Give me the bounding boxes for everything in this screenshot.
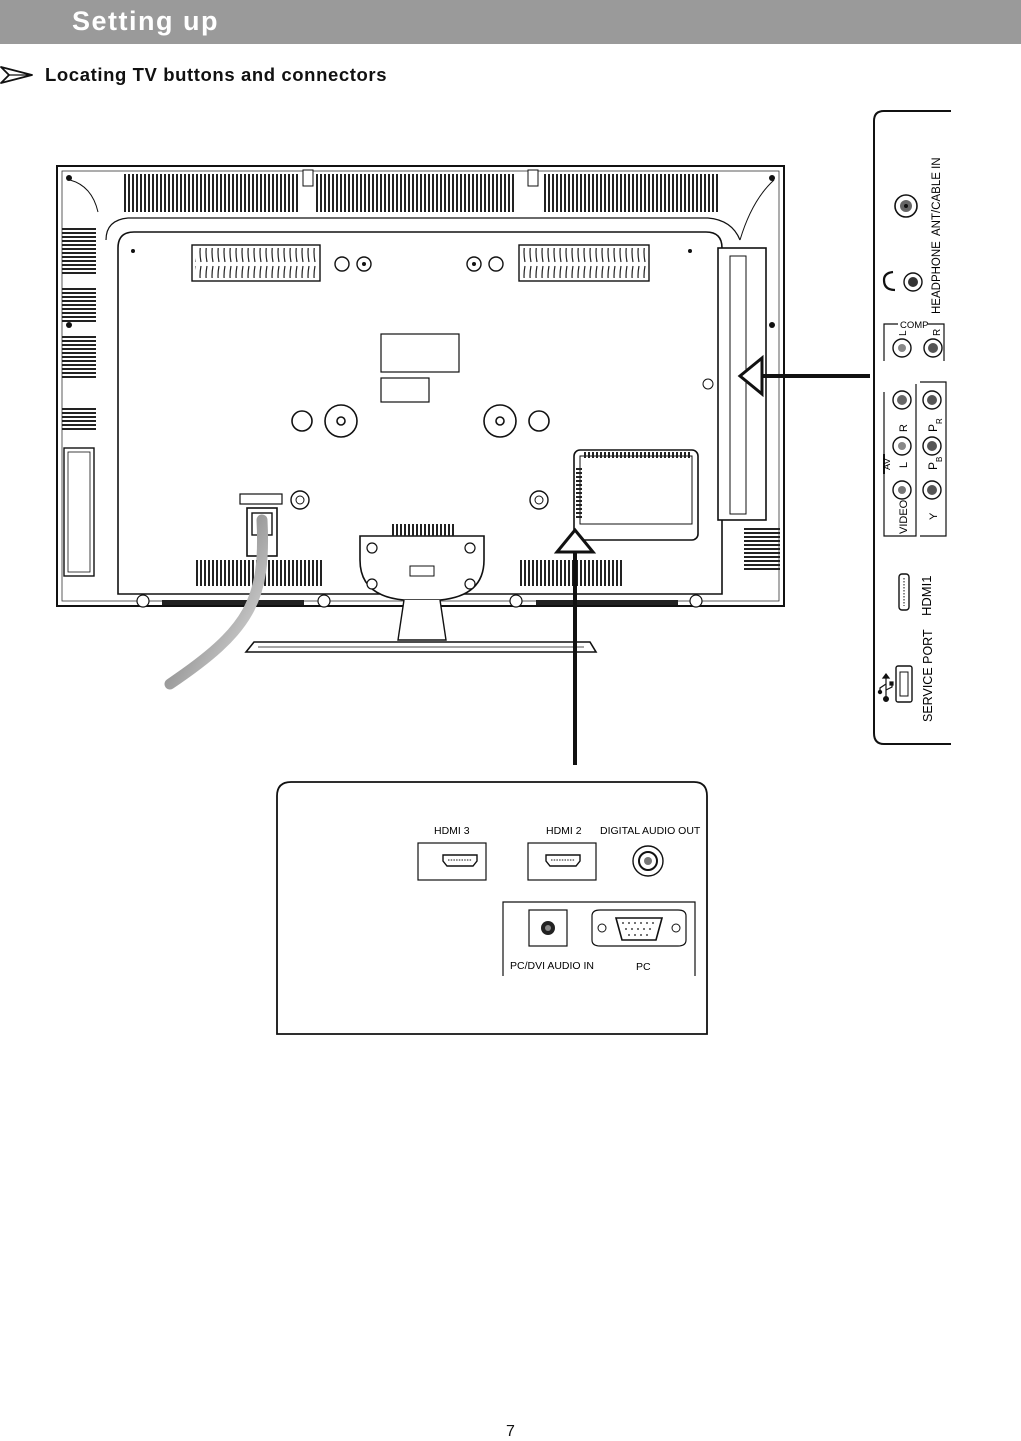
av-l-label: L (898, 462, 910, 468)
digital-audio-out-label: DIGITAL AUDIO OUT (600, 825, 701, 837)
hdmi2-label: HDMI 2 (546, 825, 582, 837)
comp-l-label: L (898, 330, 909, 336)
video-label: VIDEO (898, 499, 910, 534)
hdmi3-label: HDMI 3 (434, 825, 470, 837)
hdmi1-label: HDMI1 (919, 576, 934, 616)
pc-dvi-audio-in-label: PC/DVI AUDIO IN (510, 960, 594, 972)
pb-sub-label: B (935, 457, 944, 462)
comp-r-label: R (932, 329, 943, 336)
pr-sub-label: R (935, 418, 944, 424)
pb-label: P (926, 462, 940, 470)
av-r-label: R (898, 424, 910, 432)
pr-label: P (926, 424, 940, 432)
service-port-label: SERVICE PORT (921, 629, 935, 722)
ant-cable-in-label: ANT/CABLE IN (931, 157, 943, 236)
side-connector-panel: ANT/CABLE IN HEADPHONE COMP L R AV R L V… (874, 111, 951, 744)
headphone-label: HEADPHONE (931, 241, 943, 314)
pc-label: PC (636, 961, 651, 973)
side-panel-pointer (740, 358, 870, 394)
pc-vga-port[interactable] (592, 910, 686, 946)
av-label: AV (882, 457, 893, 470)
bottom-connector-panel: HDMI 3 HDMI 2 DIGITAL AUDIO OUT PC/DVI A… (277, 782, 707, 1034)
page-number: 7 (0, 1423, 1021, 1441)
y-label: Y (928, 512, 940, 520)
tv-back (57, 166, 784, 652)
comp-label: COMP (900, 320, 929, 331)
